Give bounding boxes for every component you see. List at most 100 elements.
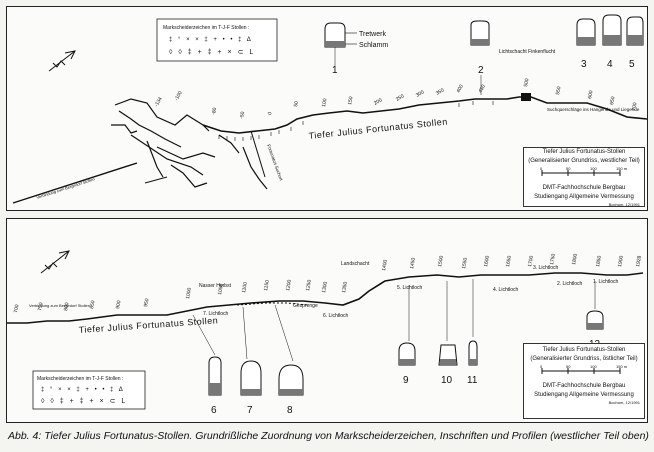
svg-text:6: 6: [211, 405, 217, 416]
station-label: 900: [115, 300, 122, 309]
station-label: 550: [555, 86, 562, 95]
station-label: 1500: [437, 255, 445, 267]
station-label: 450: [478, 84, 487, 94]
title-block-department: Studiengang Allgemeine Vermessung: [534, 392, 634, 398]
legend-title: Markscheiderzeichen im T-J-F Stollen :: [37, 376, 123, 382]
point-label: Gesprenge: [293, 303, 318, 309]
station-label: -50: [239, 111, 246, 119]
profile-number: 5: [629, 59, 635, 70]
svg-text:9: 9: [403, 375, 409, 386]
point-label: Nasser Herbst: [199, 283, 232, 289]
station-label: 1550: [461, 257, 469, 269]
station-label: 850: [89, 300, 96, 309]
legend-title: Markscheiderzeichen im T-J-F Stollen :: [163, 25, 249, 31]
main-tunnel-west: [202, 96, 647, 134]
profile-number: 3: [581, 59, 587, 70]
profile-number: 2: [478, 65, 484, 76]
marker-ticks: [218, 101, 494, 141]
station-label: 1000: [185, 287, 193, 299]
station-label: 1100: [241, 282, 249, 294]
scale-bar: 0 50 100 150 m: [540, 364, 628, 374]
lichtloch-label: 7. Lichtloch: [203, 311, 229, 317]
station-label: 400: [456, 84, 465, 94]
station-labels: 700 750 800 850 900 950 1000 1050 1100 1…: [13, 253, 643, 313]
north-arrow-icon: [40, 250, 70, 274]
svg-text:0: 0: [540, 364, 543, 369]
station-label: 700: [13, 304, 20, 313]
profile-number: 1: [332, 65, 338, 76]
lichtloch-label: 4. Lichtloch: [493, 287, 519, 293]
legend-symbols-2: ◊ ◊ ‡ + ‡ + × ⊂ L: [169, 49, 255, 56]
profile-leaders: [192, 279, 596, 362]
profile-8: [278, 364, 304, 396]
station-label: 1600: [483, 255, 491, 267]
station-label: 1250: [305, 279, 313, 291]
lichtschacht-marker: [521, 93, 531, 101]
svg-text:11: 11: [467, 375, 478, 386]
bottom-map: Tiefer Julius Fortunatus Stollen 700 750…: [7, 250, 644, 416]
station-labels: -134 -100 -80 -50 0 50 100 150 200 250 3…: [154, 78, 639, 119]
title-block-subtitle: (Generalisierter Grundriss, westlicher T…: [528, 158, 640, 164]
title-block-department: Studiengang Allgemeine Vermessung: [534, 194, 634, 200]
legend-symbols-1: ‡ ° × × ‡ + • • ‡ Δ: [41, 387, 125, 393]
station-label: 800: [63, 302, 70, 311]
station-label: 1350: [341, 281, 349, 293]
profile-5: 5: [626, 16, 644, 70]
top-map: Markscheiderzeichen im T-J-F Stollen : ‡…: [12, 14, 647, 204]
station-label: 1400: [381, 259, 389, 271]
station-label: 750: [37, 302, 44, 311]
svg-text:50: 50: [566, 166, 571, 171]
station-label: 1850: [595, 255, 603, 267]
lichtloch-label: 6. Lichtloch: [323, 313, 349, 319]
station-label: 1900: [617, 255, 625, 267]
tunnel-label: Tiefer Julius Fortunatus Stollen: [308, 116, 448, 141]
station-label: -80: [211, 107, 218, 115]
figure-caption: Abb. 4: Tiefer Julius Fortunatus-Stollen…: [8, 430, 649, 442]
station-label: 1200: [285, 279, 293, 291]
station-label: -100: [174, 90, 184, 102]
station-label: 0: [267, 111, 273, 115]
point-label: Landschacht: [341, 261, 370, 267]
lichtschacht-label: Lichtschacht Finkenflucht: [499, 49, 556, 55]
svg-text:150 m: 150 m: [616, 166, 628, 171]
lichtloch-label: 5. Lichtloch: [397, 285, 423, 291]
north-arrow-icon: [48, 50, 76, 72]
station-label: 1750: [549, 253, 557, 265]
station-label: 350: [435, 87, 445, 96]
profile-7: [240, 360, 262, 396]
station-label: 1700: [527, 255, 535, 267]
point-labels: Nasser Herbst Gesprenge Landschacht Verb…: [29, 261, 370, 309]
marker-legend: Markscheiderzeichen im T-J-F Stollen : ‡…: [32, 370, 146, 410]
station-label: 150: [347, 96, 354, 105]
station-label: 1300: [321, 281, 329, 293]
svg-text:100: 100: [590, 364, 597, 369]
station-label: 100: [321, 98, 328, 107]
legend-symbols-1: ‡ ° × × ‡ + • • ‡ Δ: [169, 37, 253, 43]
station-label: 1050: [217, 283, 225, 295]
station-label: 500: [523, 78, 530, 87]
svg-text:10: 10: [441, 375, 453, 386]
station-label: 1650: [505, 255, 513, 267]
svg-text:100: 100: [590, 166, 597, 171]
title-block-institution: DMT-Fachhochschule Bergbau: [542, 185, 626, 191]
svg-text:0: 0: [540, 166, 543, 171]
legend-schlamm: Schlamm: [359, 42, 388, 49]
scale-bar: 0 50 100 150 m: [540, 166, 628, 176]
station-label: 1800: [571, 253, 579, 265]
lichtloch-label: 1. Lichtloch: [593, 279, 619, 285]
profile-1: Tretwerk Schlamm 1: [324, 22, 388, 76]
station-label: 250: [395, 93, 405, 102]
profile-3: 3: [576, 18, 596, 70]
station-label: 1928: [635, 255, 643, 267]
profile-number: 4: [607, 59, 613, 70]
profile-4: 4: [602, 14, 622, 70]
legend-symbols-2: ◊ ◊ ‡ + ‡ + × ⊂ L: [41, 398, 127, 405]
top-panel-west: Markscheiderzeichen im T-J-F Stollen : ‡…: [6, 6, 648, 211]
lichtloch-label: 2. Lichtloch: [557, 281, 583, 287]
station-label: 700: [631, 102, 638, 111]
connection-stollen: [12, 162, 138, 204]
point-label: Verbindung zum Bergedorf Stollen: [29, 303, 90, 308]
title-block-date: Bochum, 12/1991: [608, 202, 640, 207]
title-block: Tiefer Julius Fortunatus-Stollen (Genera…: [523, 343, 645, 419]
svg-text:150 m: 150 m: [616, 364, 628, 369]
